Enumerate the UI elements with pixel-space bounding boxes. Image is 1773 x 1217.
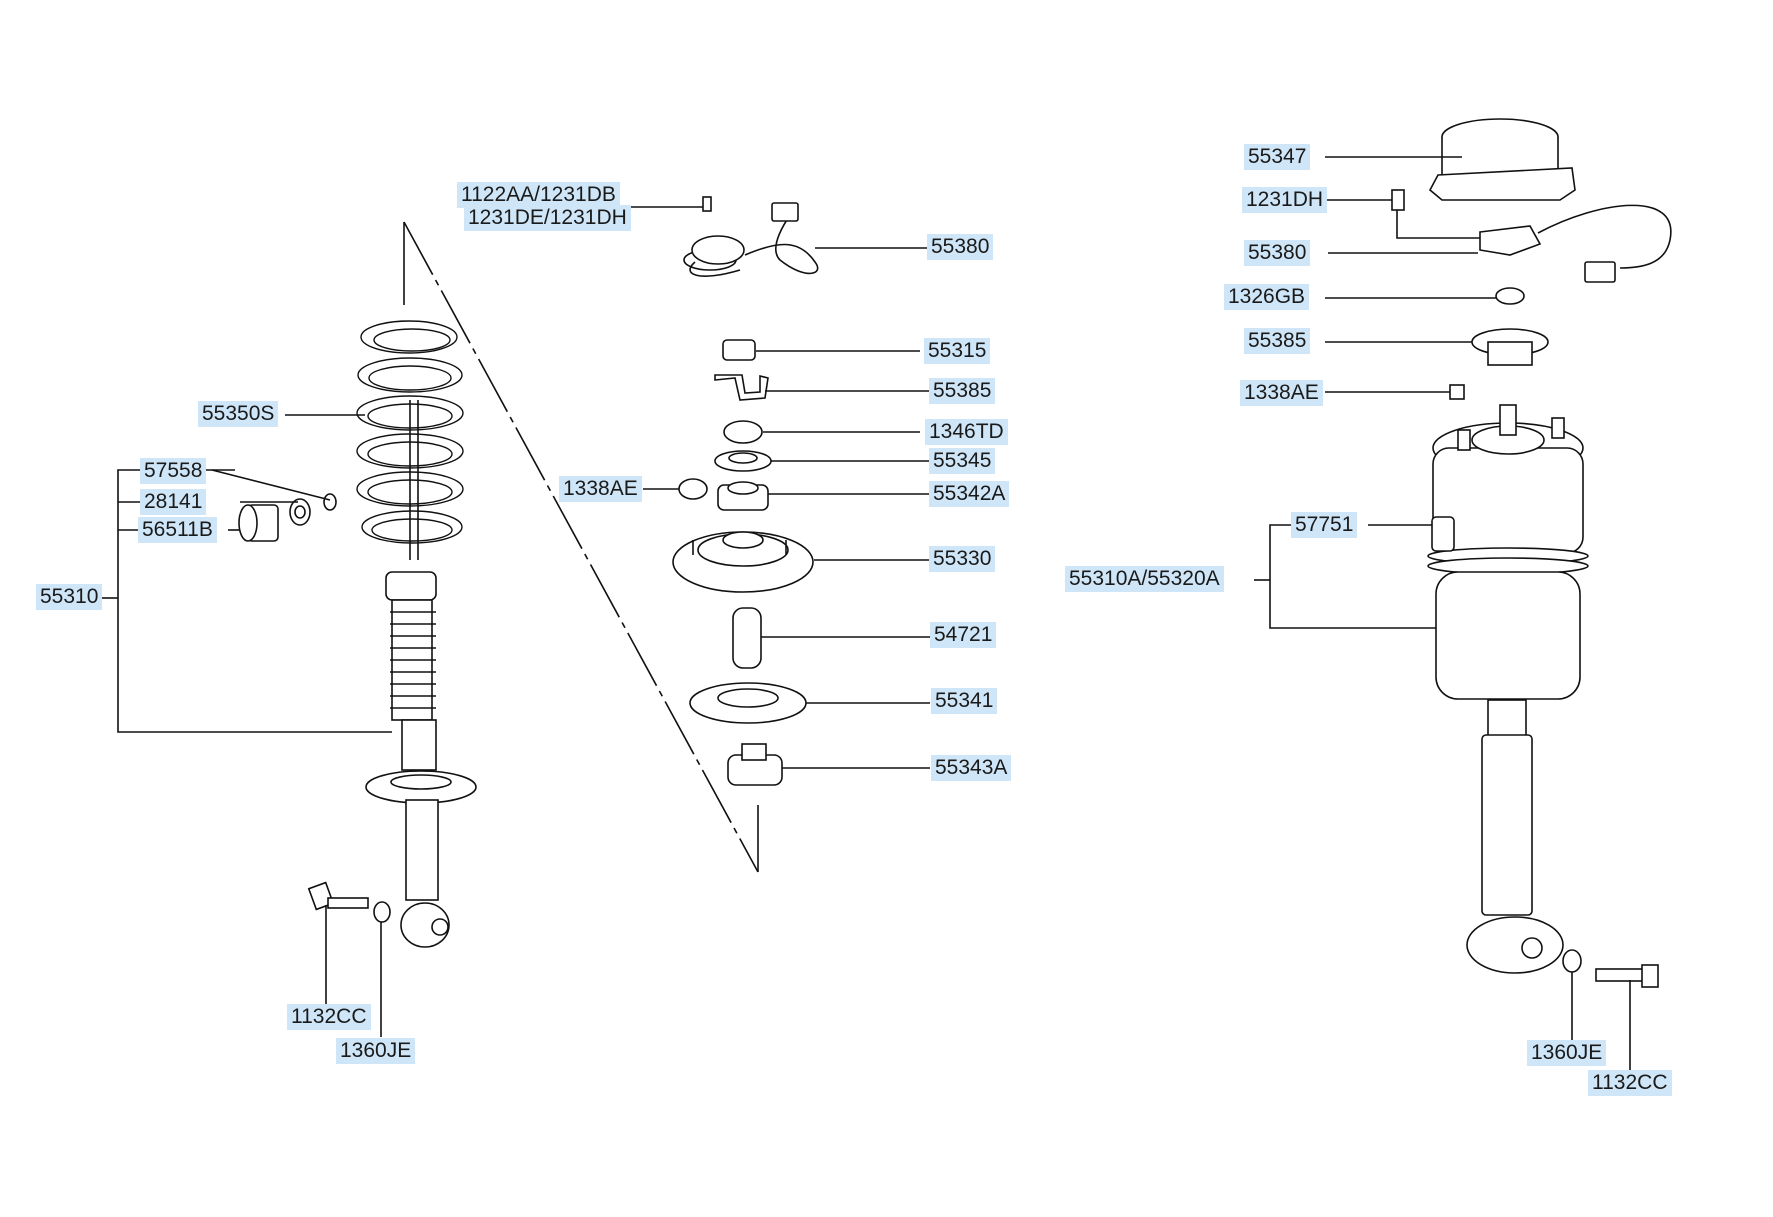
label-55342a[interactable]: 55342A [929,481,1010,507]
label-1346td[interactable]: 1346TD [925,419,1008,445]
label-55330[interactable]: 55330 [929,546,996,572]
cap-55347 [1428,118,1576,201]
label-57558[interactable]: 57558 [140,458,207,484]
label-1231de-1231dh[interactable]: 1231DE/1231DH [464,205,631,231]
label-1122aa-1231db[interactable]: 1122AA/1231DB [457,182,620,208]
label-1231dh[interactable]: 1231DH [1242,187,1328,213]
stack-parts-mid [672,339,814,786]
shock-absorber-left [365,571,477,948]
label-55347[interactable]: 55347 [1244,144,1311,170]
section-line-diagonal [403,221,759,873]
label-1132cc-left[interactable]: 1132CC [287,1004,371,1030]
stack-parts-right [1449,287,1549,400]
label-28141[interactable]: 28141 [140,489,207,515]
air-strut-right [1427,404,1589,974]
label-1132cc-right[interactable]: 1132CC [1588,1070,1672,1096]
bushing-parts [238,493,337,542]
label-1338ae-right[interactable]: 1338AE [1240,380,1323,406]
label-55343a[interactable]: 55343A [931,755,1012,781]
label-55310a-55320a[interactable]: 55310A/55320A [1065,566,1224,592]
bolt-and-washer-right [1562,949,1659,988]
bolt-and-washer-left [307,881,391,923]
label-55315[interactable]: 55315 [924,338,991,364]
label-55341[interactable]: 55341 [931,688,998,714]
sensor-55380-right [1391,189,1672,283]
label-1326gb[interactable]: 1326GB [1224,284,1310,310]
label-55385-right[interactable]: 55385 [1244,328,1311,354]
label-55345[interactable]: 55345 [929,448,996,474]
label-55310[interactable]: 55310 [36,584,103,610]
label-55380-mid[interactable]: 55380 [927,234,994,260]
label-56511b[interactable]: 56511B [138,517,217,543]
label-1360je-right[interactable]: 1360JE [1527,1040,1607,1066]
leader-lines [102,156,1631,1070]
label-57751[interactable]: 57751 [1291,512,1358,538]
coil-spring [356,320,464,560]
label-1360je-left[interactable]: 1360JE [336,1038,416,1064]
label-1338ae-mid[interactable]: 1338AE [559,476,642,502]
sensor-55380-mid [683,196,819,277]
label-54721[interactable]: 54721 [930,622,997,648]
label-55350s[interactable]: 55350S [198,401,279,427]
label-55380-right[interactable]: 55380 [1244,240,1311,266]
label-55385-mid[interactable]: 55385 [929,378,996,404]
